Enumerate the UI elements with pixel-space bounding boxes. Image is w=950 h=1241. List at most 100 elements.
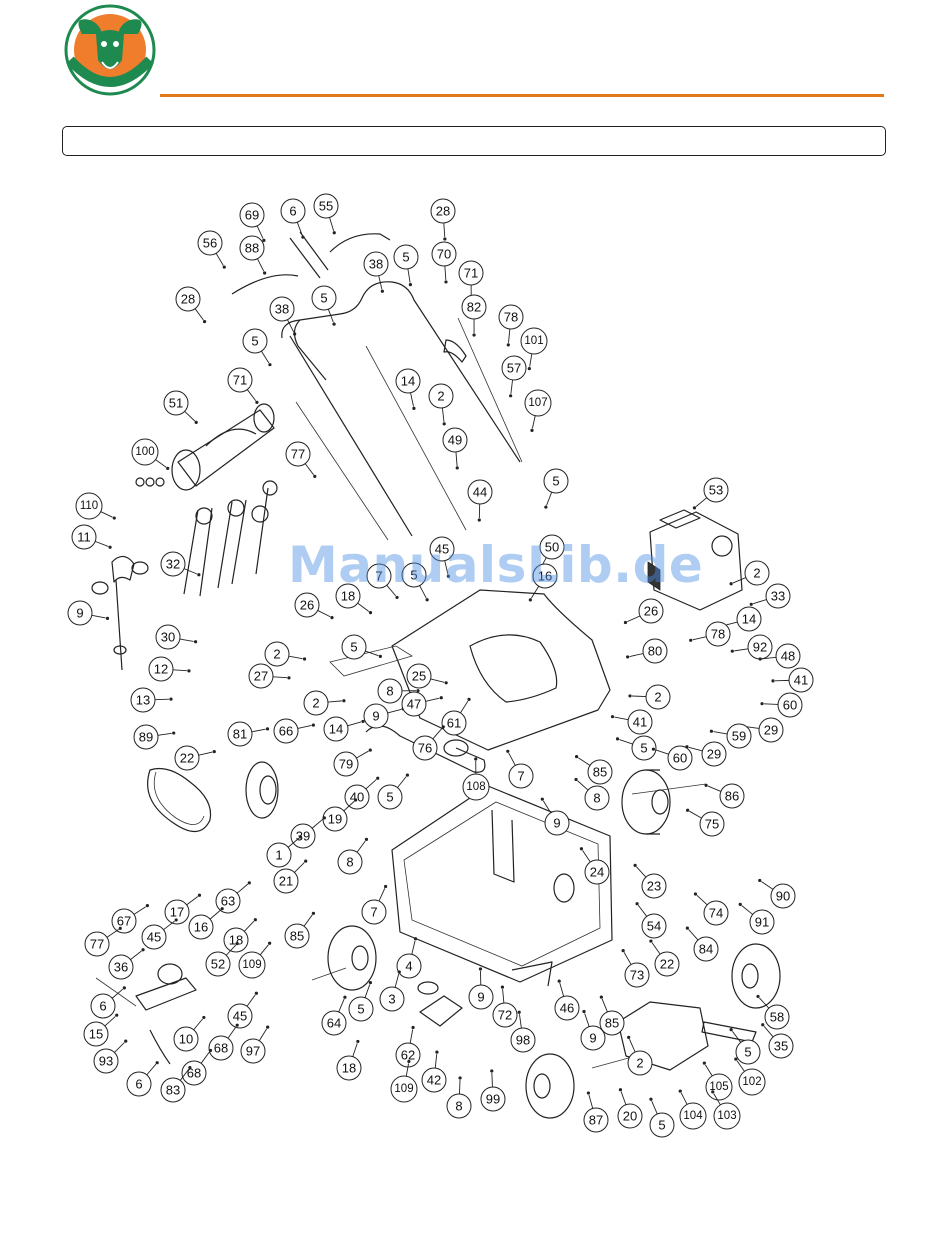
svg-text:25: 25 xyxy=(412,669,426,684)
svg-text:13: 13 xyxy=(136,693,150,708)
svg-text:14: 14 xyxy=(742,612,756,627)
part-callout-26: 26 xyxy=(623,598,664,625)
part-callout-5: 5 xyxy=(729,1028,761,1065)
billy-goat-logo xyxy=(64,4,156,96)
svg-text:69: 69 xyxy=(245,208,259,223)
svg-text:1: 1 xyxy=(275,848,282,863)
svg-text:2: 2 xyxy=(437,389,444,404)
part-callout-5: 5 xyxy=(341,634,382,660)
wheels xyxy=(311,769,781,1119)
svg-text:19: 19 xyxy=(328,812,342,827)
svg-text:32: 32 xyxy=(166,557,180,572)
svg-text:36: 36 xyxy=(114,960,128,975)
part-callout-14: 14 xyxy=(323,716,365,742)
part-callout-14: 14 xyxy=(720,606,762,632)
part-callout-30: 30 xyxy=(155,624,198,650)
svg-text:8: 8 xyxy=(386,684,393,699)
svg-text:102: 102 xyxy=(742,1076,761,1088)
part-callout-19: 19 xyxy=(322,798,358,832)
svg-text:64: 64 xyxy=(327,1016,341,1031)
part-callout-5: 5 xyxy=(311,285,337,326)
svg-text:49: 49 xyxy=(448,433,462,448)
part-callout-69: 69 xyxy=(239,202,266,242)
part-callout-84: 84 xyxy=(685,926,719,962)
part-callout-77: 77 xyxy=(285,441,317,478)
svg-text:14: 14 xyxy=(329,722,343,737)
svg-text:88: 88 xyxy=(245,241,259,256)
part-callout-10: 10 xyxy=(173,1015,206,1052)
svg-text:107: 107 xyxy=(528,397,547,409)
svg-text:74: 74 xyxy=(709,906,723,921)
svg-text:5: 5 xyxy=(251,334,258,349)
svg-text:59: 59 xyxy=(732,729,746,744)
part-callout-74: 74 xyxy=(693,892,729,926)
svg-text:93: 93 xyxy=(99,1054,113,1069)
part-callout-3: 3 xyxy=(379,970,405,1012)
part-callout-36: 36 xyxy=(108,948,145,980)
svg-text:89: 89 xyxy=(139,730,153,745)
svg-text:99: 99 xyxy=(486,1092,500,1107)
part-callout-68: 68 xyxy=(181,1048,213,1086)
main-frame xyxy=(391,785,613,987)
svg-text:42: 42 xyxy=(427,1073,441,1088)
part-callout-77: 77 xyxy=(84,926,122,957)
svg-text:109: 109 xyxy=(242,959,261,971)
svg-text:44: 44 xyxy=(473,485,487,500)
svg-text:90: 90 xyxy=(776,889,790,904)
part-callout-42: 42 xyxy=(421,1050,447,1093)
part-callout-32: 32 xyxy=(160,551,201,577)
part-callout-13: 13 xyxy=(130,687,173,713)
svg-text:22: 22 xyxy=(660,957,674,972)
svg-text:84: 84 xyxy=(699,942,713,957)
part-callout-45: 45 xyxy=(429,536,455,578)
part-callout-9: 9 xyxy=(67,600,110,626)
part-callout-29: 29 xyxy=(685,741,727,767)
part-callout-79: 79 xyxy=(333,748,372,777)
svg-text:68: 68 xyxy=(187,1066,201,1081)
part-callout-1: 1 xyxy=(266,835,303,868)
part-callout-38: 38 xyxy=(269,296,297,336)
part-callout-72: 72 xyxy=(492,985,518,1028)
svg-text:16: 16 xyxy=(194,920,208,935)
part-callout-109: 109 xyxy=(390,1059,418,1103)
svg-text:61: 61 xyxy=(447,716,461,731)
part-callout-104: 104 xyxy=(678,1089,707,1130)
svg-text:33: 33 xyxy=(771,589,785,604)
svg-text:77: 77 xyxy=(90,937,104,952)
part-callout-58: 58 xyxy=(756,994,790,1030)
part-callout-105: 105 xyxy=(702,1061,733,1101)
part-callout-33: 33 xyxy=(749,583,791,609)
svg-text:8: 8 xyxy=(455,1099,462,1114)
part-callout-8: 8 xyxy=(377,678,420,704)
part-callout-59: 59 xyxy=(709,723,752,749)
part-callout-26: 26 xyxy=(294,592,334,620)
svg-text:5: 5 xyxy=(658,1118,665,1133)
svg-text:23: 23 xyxy=(647,879,661,894)
part-callout-41: 41 xyxy=(771,667,814,693)
svg-text:109: 109 xyxy=(394,1083,413,1095)
part-callout-76: 76 xyxy=(412,725,445,761)
part-callout-21: 21 xyxy=(273,859,308,894)
svg-text:67: 67 xyxy=(117,914,131,929)
part-callout-8: 8 xyxy=(337,837,369,875)
part-callout-6: 6 xyxy=(280,198,306,239)
part-callout-108: 108 xyxy=(462,757,490,801)
part-callout-7: 7 xyxy=(366,563,399,600)
part-callout-22: 22 xyxy=(174,745,216,771)
svg-text:28: 28 xyxy=(436,204,450,219)
part-callout-2: 2 xyxy=(627,1035,653,1076)
part-callout-60: 60 xyxy=(651,745,693,771)
part-callout-6: 6 xyxy=(90,986,126,1019)
tine-arms xyxy=(183,480,278,597)
svg-text:50: 50 xyxy=(545,540,559,555)
part-callout-98: 98 xyxy=(510,1010,536,1053)
part-callout-5: 5 xyxy=(348,981,374,1022)
part-callout-7: 7 xyxy=(361,884,388,925)
part-callout-78: 78 xyxy=(498,304,524,347)
svg-text:56: 56 xyxy=(203,236,217,251)
part-callout-52: 52 xyxy=(205,941,239,977)
part-callout-2: 2 xyxy=(628,684,671,710)
svg-text:47: 47 xyxy=(407,697,421,712)
part-callout-28: 28 xyxy=(175,286,207,324)
